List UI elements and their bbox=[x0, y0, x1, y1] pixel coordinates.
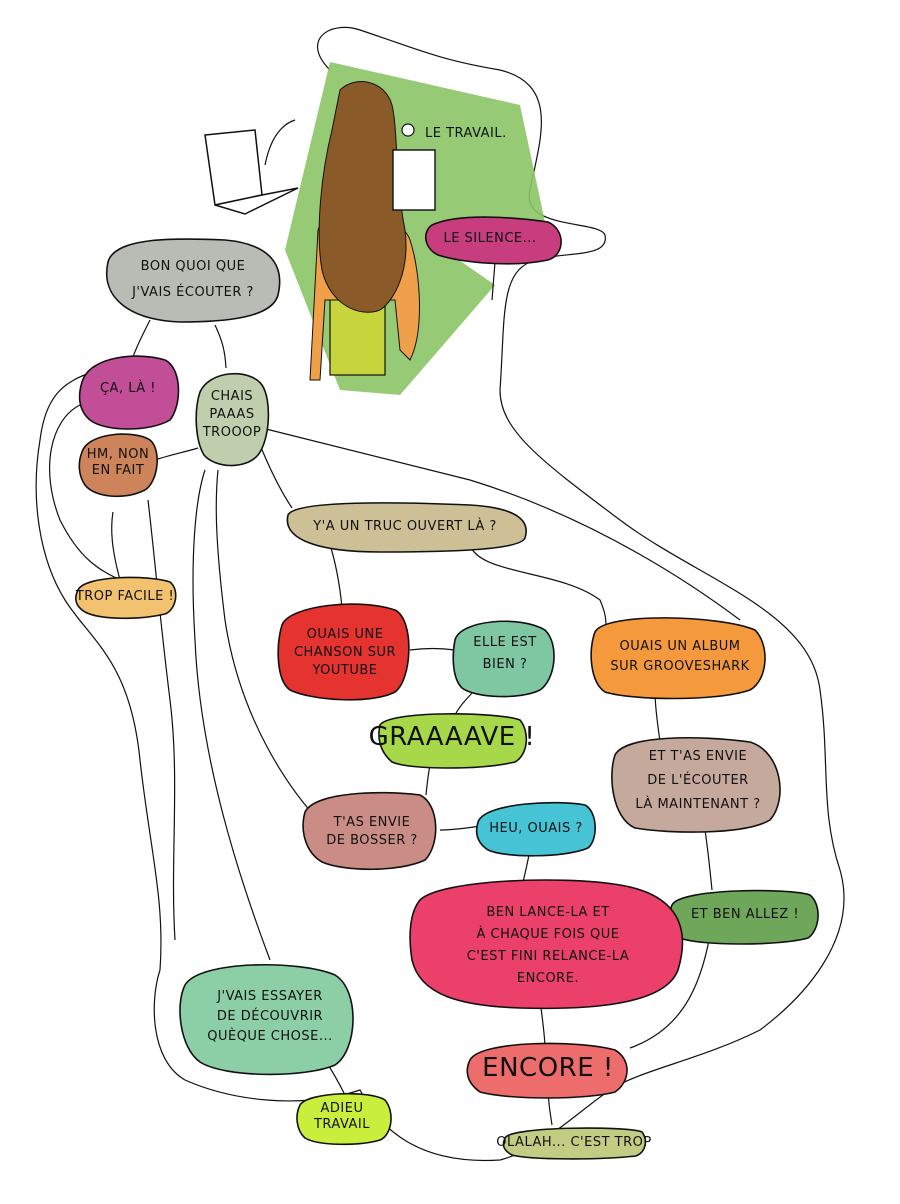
node-label-jvais-essayer-line-3: QUÈQUE CHOSE... bbox=[207, 1028, 333, 1044]
headphones-icon bbox=[401, 123, 415, 137]
node-label-ouais-album-line-1: OUAIS UN ALBUM bbox=[619, 639, 740, 654]
node-ouais-chanson bbox=[277, 603, 410, 701]
node-label-jvais-essayer-line-1: J'VAIS ESSAYER bbox=[216, 989, 323, 1004]
node-label-ben-lance-line-3: C'EST FINI RELANCE-LA bbox=[467, 949, 630, 964]
illustration-girl-working: LE TRAVAIL. bbox=[285, 62, 545, 395]
node-label-bon-quoi-line-2: J'VAIS ÉCOUTER ? bbox=[131, 284, 254, 300]
node-jvais-essayer bbox=[179, 963, 354, 1076]
node-label-hm-non-line-1: HM, NON bbox=[87, 447, 149, 462]
node-label-jvais-essayer-line-2: DE DÉCOUVRIR bbox=[217, 1008, 323, 1024]
node-encore bbox=[466, 1042, 628, 1099]
node-label-encore-line-1: ENCORE ! bbox=[482, 1053, 614, 1083]
node-label-tas-envie-ecouter-line-2: DE L'ÉCOUTER bbox=[647, 772, 748, 788]
node-label-tas-envie-ecouter-line-1: ET T'AS ENVIE bbox=[649, 749, 747, 764]
node-label-tas-envie-ecouter-line-3: LÀ MAINTENANT ? bbox=[635, 796, 760, 812]
connectors bbox=[49, 261, 741, 1126]
node-label-ouais-chanson-line-2: CHANSON SUR bbox=[294, 645, 396, 660]
girl-hair bbox=[318, 81, 407, 313]
node-label-ouais-chanson-line-3: YOUTUBE bbox=[311, 663, 377, 678]
node-label-ben-lance-line-1: BEN LANCE-LA ET bbox=[486, 905, 609, 920]
node-label-ya-un-truc-line-1: Y'A UN TRUC OUVERT LÀ ? bbox=[312, 518, 497, 534]
node-label-chais-pas-line-3: TROOOP bbox=[202, 425, 262, 440]
node-label-ben-lance-line-4: ENCORE. bbox=[517, 971, 579, 986]
node-label-silence-line-1: LE SILENCE... bbox=[443, 231, 536, 246]
node-bon-quoi bbox=[105, 238, 281, 323]
node-label-bon-quoi-line-1: BON QUOI QUE bbox=[141, 259, 246, 274]
laptop-screen bbox=[392, 149, 436, 211]
node-label-ouais-album-line-2: SUR GROOVESHARK bbox=[610, 659, 749, 674]
node-adieu-travail bbox=[296, 1092, 392, 1146]
node-label-ouais-chanson-line-1: OUAIS UNE bbox=[307, 627, 384, 642]
node-label-elle-est-bien-line-2: BIEN ? bbox=[483, 657, 528, 672]
node-label-elle-est-bien-line-1: ELLE EST bbox=[473, 635, 536, 650]
node-graaave bbox=[378, 713, 528, 769]
node-label-olalah-line-1: OLALAH... C'EST TROP bbox=[496, 1135, 651, 1150]
node-tas-envie-ecouter bbox=[611, 736, 781, 833]
node-ya-un-truc bbox=[286, 502, 527, 553]
node-label-trop-facile-line-1: TROP FACILE ! bbox=[75, 589, 174, 604]
node-label-heu-ouais-line-1: HEU, OUAIS ? bbox=[489, 821, 583, 836]
node-chais-pas bbox=[195, 372, 270, 467]
node-label-graaave-line-1: GRAAAAVE ! bbox=[369, 722, 536, 752]
node-label-chais-pas-line-1: CHAIS bbox=[211, 389, 253, 404]
node-label-et-ben-allez-line-1: ET BEN ALLEZ ! bbox=[691, 907, 799, 922]
node-label-adieu-travail-line-1: ADIEU bbox=[321, 1101, 364, 1116]
node-ouais-album bbox=[590, 617, 766, 700]
node-olalah bbox=[502, 1127, 647, 1160]
blobs bbox=[75, 216, 819, 1160]
node-label-tas-envie-bosser-line-2: DE BOSSER ? bbox=[326, 833, 418, 848]
title-label: LE TRAVAIL. bbox=[425, 126, 507, 141]
laptop-icon bbox=[204, 119, 299, 215]
node-label-adieu-travail-line-2: TRAVAIL bbox=[313, 1117, 370, 1132]
node-heu-ouais bbox=[475, 801, 596, 857]
node-ben-lance bbox=[409, 879, 684, 1010]
node-label-ca-la-line-1: ÇA, LÀ ! bbox=[100, 380, 156, 396]
node-labels: LE SILENCE... BON QUOI QUE J'VAIS ÉCOUTER … bbox=[75, 231, 799, 1150]
node-label-tas-envie-bosser-line-1: T'AS ENVIE bbox=[333, 815, 411, 830]
node-hm-non bbox=[78, 433, 158, 498]
node-label-hm-non-line-2: EN FAIT bbox=[92, 463, 145, 478]
node-tas-envie-bosser bbox=[302, 791, 437, 871]
node-label-ben-lance-line-2: À CHAQUE FOIS QUE bbox=[476, 926, 619, 942]
node-label-chais-pas-line-2: PAAAS bbox=[209, 407, 254, 422]
node-elle-est-bien bbox=[452, 620, 555, 698]
node-ca-la bbox=[78, 355, 180, 430]
node-silence bbox=[425, 216, 562, 265]
node-trop-facile bbox=[75, 576, 177, 620]
